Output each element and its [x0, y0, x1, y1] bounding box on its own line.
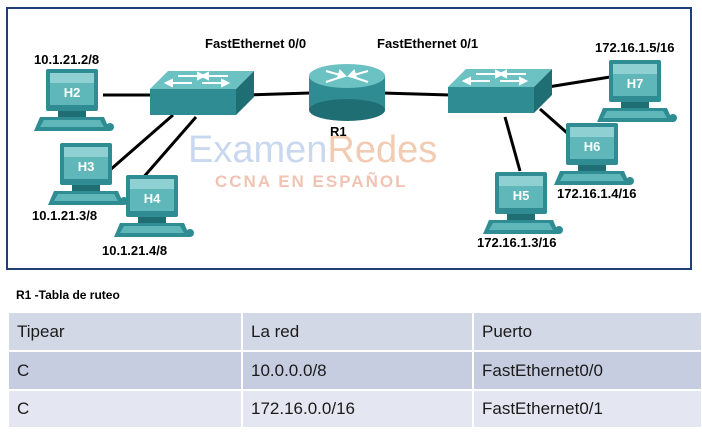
router-r1-icon: [309, 64, 385, 121]
network-topology-diagram: H2 H3 H4 H5 H6 H7 ExamenRedes CCNA EN ES…: [6, 7, 692, 270]
host-h4-name: H4: [144, 191, 161, 206]
host-h2-ip: 10.1.21.2/8: [34, 52, 100, 67]
routing-table-title: R1 -Tabla de ruteo: [16, 288, 120, 302]
watermark-part2: Redes: [327, 129, 438, 171]
host-h3-name: H3: [78, 159, 95, 174]
host-h4-ip: 10.1.21.4/8: [102, 243, 168, 258]
table-row: C 10.0.0.0/8 FastEthernet0/0: [7, 350, 702, 391]
host-h2-name: H2: [64, 85, 81, 100]
row1-type: C: [7, 350, 243, 391]
host-h3-ip: 10.1.21.3/8: [32, 208, 98, 223]
router-name-label: R1: [330, 124, 347, 139]
watermark-subtitle: CCNA EN ESPAÑOL: [215, 172, 408, 191]
link-switch2-h7: [547, 75, 611, 89]
row2-network: 172.16.0.0/16: [241, 389, 474, 429]
link-r1-switch2: [381, 91, 451, 97]
interface-label-fa01: FastEthernet 0/1: [377, 36, 479, 51]
watermark-logo: ExamenRedes: [188, 129, 437, 172]
watermark-part1: Examen: [188, 129, 328, 171]
header-type: Tipear: [7, 311, 243, 352]
switch-right-icon: [447, 68, 553, 114]
pc-h2-icon: [34, 69, 114, 131]
header-port: Puerto: [472, 311, 702, 352]
interface-label-fa00: FastEthernet 0/0: [205, 36, 307, 51]
row1-network: 10.0.0.0/8: [241, 350, 474, 391]
switch-left-icon: [149, 70, 255, 116]
header-network: La red: [241, 311, 474, 352]
host-h7-ip: 172.16.1.5/16: [595, 40, 675, 55]
pc-h7-icon: [597, 60, 677, 122]
host-h5-name: H5: [513, 188, 530, 203]
pc-h6-icon: [554, 123, 634, 185]
host-h7-name: H7: [627, 76, 644, 91]
host-h6-name: H6: [584, 139, 601, 154]
host-h6-ip: 172.16.1.4/16: [557, 186, 637, 201]
link-h3-switch1: [101, 113, 174, 179]
link-switch2-h5: [503, 116, 522, 172]
table-row: C 172.16.0.0/16 FastEthernet0/1: [7, 389, 702, 429]
host-h5-ip: 172.16.1.3/16: [477, 235, 557, 250]
link-switch1-r1: [247, 91, 311, 97]
topology-drawing: H2 H3 H4 H5 H6 H7: [34, 60, 677, 237]
pc-h3-icon: [48, 143, 128, 205]
row2-port: FastEthernet0/1: [472, 389, 702, 429]
routing-table: Tipear La red Puerto C 10.0.0.0/8 FastEt…: [7, 311, 702, 429]
table-header-row: Tipear La red Puerto: [7, 311, 702, 352]
row2-type: C: [7, 389, 243, 429]
pc-h4-icon: [114, 175, 194, 237]
row1-port: FastEthernet0/0: [472, 350, 702, 391]
pc-h5-icon: [483, 172, 563, 234]
